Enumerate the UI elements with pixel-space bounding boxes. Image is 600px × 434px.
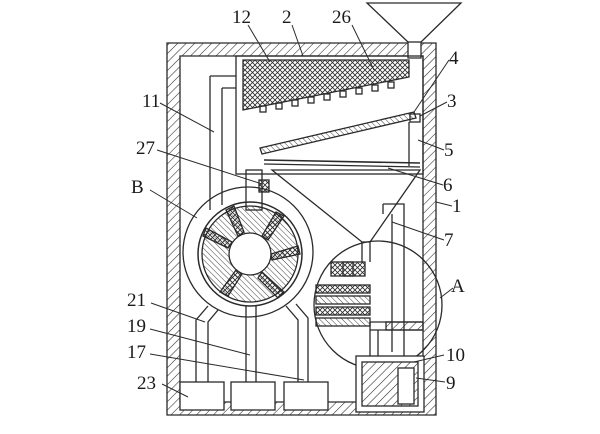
label-23: 23 <box>137 373 156 394</box>
label-1: 1 <box>452 196 462 217</box>
return-pipe <box>382 203 405 356</box>
label-2: 2 <box>282 7 292 28</box>
bin-right <box>283 381 329 411</box>
label-4: 4 <box>449 48 459 69</box>
label-6: 6 <box>443 175 453 196</box>
crushing-block <box>242 59 410 111</box>
inclined-screen <box>259 111 417 155</box>
label-b: B <box>131 177 144 198</box>
screen-support <box>409 113 421 123</box>
tank-inner <box>397 367 415 405</box>
detail-circle-b <box>182 186 314 318</box>
rotor-hub <box>228 232 272 276</box>
label-7: 7 <box>444 230 454 251</box>
bin-left <box>179 381 225 411</box>
lower-plate <box>263 159 421 164</box>
valve <box>258 179 270 193</box>
callout-labels: 12 2 26 4 3 11 27 5 6 B 1 7 A 21 19 17 1… <box>127 7 465 394</box>
label-17: 17 <box>127 342 146 363</box>
nozzle-row <box>259 81 395 113</box>
filter-stack <box>315 284 371 327</box>
riser-pipe <box>209 75 236 210</box>
label-19: 19 <box>127 316 146 337</box>
label-a: A <box>451 276 465 297</box>
label-12: 12 <box>232 7 251 28</box>
rotor-blades <box>202 205 301 299</box>
bin-middle <box>230 381 276 411</box>
motor <box>330 261 366 277</box>
label-9: 9 <box>446 373 456 394</box>
label-21: 21 <box>127 290 146 311</box>
leader-lines <box>149 24 454 398</box>
label-27: 27 <box>136 138 155 159</box>
label-3: 3 <box>447 91 457 112</box>
label-5: 5 <box>444 140 454 161</box>
label-11: 11 <box>142 91 160 112</box>
label-26: 26 <box>332 7 351 28</box>
discharge-tubes <box>195 303 309 382</box>
label-10: 10 <box>446 345 465 366</box>
rotor-drum <box>197 201 303 307</box>
